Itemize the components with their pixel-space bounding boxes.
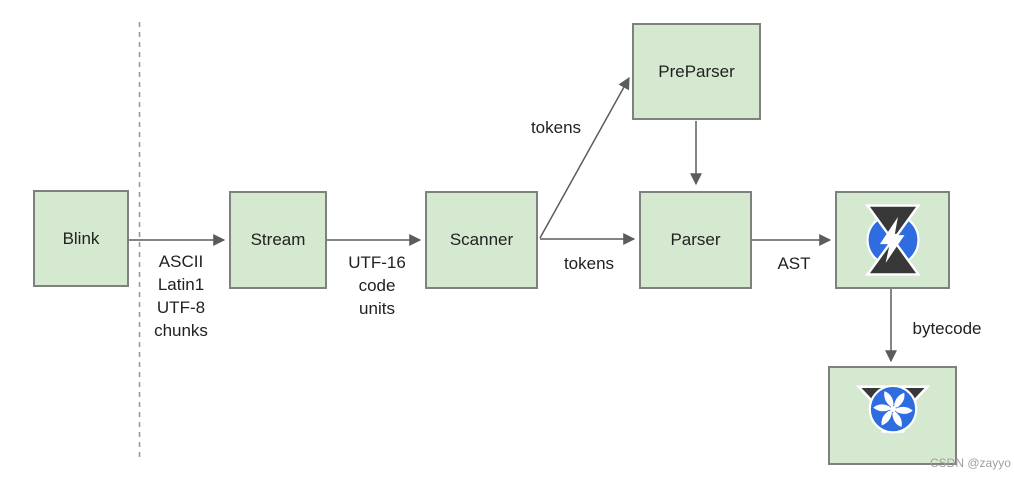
node-parser-label: Parser: [670, 230, 721, 249]
node-turbofan: [828, 366, 957, 465]
ignition-logo-icon: [864, 204, 921, 276]
node-blink-label: Blink: [62, 228, 100, 248]
csdn-watermark: CSDN @zayyo: [930, 456, 1011, 470]
edge-label-tokens-to-parser: tokens: [563, 254, 615, 273]
node-stream: Stream: [229, 191, 327, 289]
edge-scanner-to-preparser: [539, 76, 630, 239]
edge-label-encoding-chunks: ASCII Latin1 UTF-8 chunks: [154, 252, 208, 340]
node-preparser-label: PreParser: [658, 61, 735, 81]
node-scanner-label: Scanner: [449, 230, 514, 249]
edge-label-ast: AST: [777, 254, 811, 273]
edge-label-bytecode: bytecode: [912, 319, 982, 338]
node-blink: Blink: [33, 190, 129, 287]
node-parser: Parser: [639, 191, 752, 289]
node-preparser: PreParser: [632, 23, 761, 120]
edge-label-utf16-code-units: UTF-16 code units: [348, 253, 406, 318]
node-scanner: Scanner: [425, 191, 538, 289]
node-ignition: [835, 191, 950, 289]
node-stream-label: Stream: [250, 230, 306, 249]
turbofan-logo-icon: [855, 384, 930, 433]
edge-label-tokens-to-preparser: tokens: [530, 118, 582, 137]
